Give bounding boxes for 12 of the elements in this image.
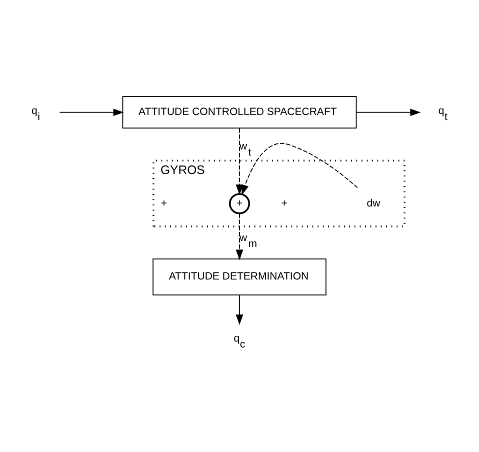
- arrow: [236, 128, 244, 196]
- node-box: ATTITUDE DETERMINATION: [152, 258, 326, 296]
- arrow: [236, 213, 244, 260]
- node-circle: +: [228, 193, 250, 214]
- arrow: [236, 294, 244, 326]
- arrow: [356, 108, 421, 116]
- arrow: [59, 108, 124, 116]
- label: +: [160, 197, 168, 210]
- arrow: [242, 142, 358, 196]
- node-text: dw: [366, 197, 380, 210]
- label: +: [281, 197, 288, 210]
- node-box: ATTITUDE CONTROLLED SPACECRAFT: [122, 96, 357, 129]
